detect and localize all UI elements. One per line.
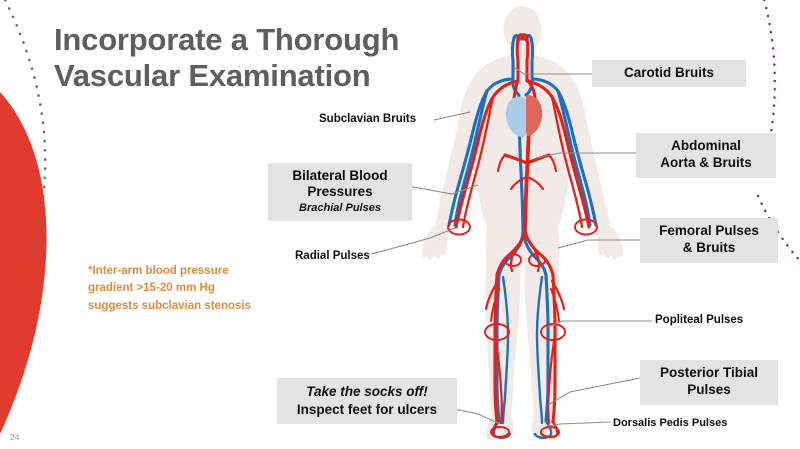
callout-carotid-bruits-label: Carotid Bruits bbox=[623, 65, 714, 80]
callout-posterior-tibial-pulses: Posterior Tibial Pulses bbox=[640, 360, 778, 405]
callout-bilateral-line-1: Bilateral Blood bbox=[292, 168, 388, 183]
callout-socks-line-2: Inspect feet for ulcers bbox=[296, 401, 438, 417]
page-title-line-2: Vascular Examination bbox=[54, 57, 371, 93]
callout-socks-line-1: Take the socks off! bbox=[306, 384, 428, 399]
callout-femoral-pulses-bruits: Femoral Pulses & Bruits bbox=[640, 218, 778, 263]
callout-radial-pulses-label: Radial Pulses bbox=[295, 250, 370, 262]
callout-femoral-line-2: & Bruits bbox=[682, 239, 736, 255]
page-title: Incorporate a Thorough Vascular Examinat… bbox=[54, 22, 474, 94]
callout-abdominal-aorta-line-2: Aorta & Bruits bbox=[660, 154, 752, 170]
note-line-3: suggests subclavian stenosis bbox=[88, 299, 251, 312]
femoral-pulse-marker-right bbox=[528, 253, 546, 267]
inter-arm-bp-note: *Inter-arm blood pressure gradient >15-2… bbox=[88, 263, 288, 315]
note-line-1: *Inter-arm blood pressure bbox=[88, 265, 229, 277]
dotted-arc-right-lower bbox=[756, 194, 800, 263]
callout-dorsalis-pedis-label: Dorsalis Pedis Pulses bbox=[613, 417, 728, 429]
callout-femoral-line-1: Femoral Pulses bbox=[659, 223, 759, 238]
radial-pulse-marker-left bbox=[447, 218, 471, 236]
callout-bilateral-blood-pressures: Bilateral Blood Pressures Brachial Pulse… bbox=[268, 163, 412, 222]
callout-posterior-tibial-line-2: Pulses bbox=[687, 381, 731, 397]
red-crescent-shape-fill bbox=[0, 92, 47, 434]
heart bbox=[505, 95, 543, 138]
callout-dorsalis-pedis-pulses: Dorsalis Pedis Pulses bbox=[613, 417, 727, 430]
dorsalis-pedis-marker-right bbox=[540, 426, 560, 438]
callout-abdominal-aorta-bruits: Abdominal Aorta & Bruits bbox=[636, 133, 776, 178]
callout-subclavian-bruits-label: Subclavian Bruits bbox=[319, 113, 417, 125]
femoral-pulse-marker-left bbox=[504, 253, 522, 267]
callout-carotid-bruits: Carotid Bruits bbox=[592, 60, 746, 88]
callout-bilateral-line-2: Pressures bbox=[307, 184, 373, 200]
callout-posterior-tibial-line-1: Posterior Tibial bbox=[659, 365, 759, 380]
callout-popliteal-pulses-label: Popliteal Pulses bbox=[655, 314, 744, 326]
radial-pulse-marker-right bbox=[574, 218, 598, 236]
callout-radial-pulses: Radial Pulses bbox=[295, 250, 370, 264]
callout-abdominal-aorta-line-1: Abdominal bbox=[671, 138, 741, 153]
page-title-line-1: Incorporate a Thorough bbox=[54, 22, 400, 57]
popliteal-pulse-marker-left bbox=[484, 323, 510, 341]
callout-subclavian-bruits: Subclavian Bruits bbox=[319, 113, 416, 127]
callout-popliteal-pulses: Popliteal Pulses bbox=[655, 314, 743, 328]
callout-brachial-pulses-subtext: Brachial Pulses bbox=[299, 201, 381, 214]
dorsalis-pedis-marker-left bbox=[490, 426, 510, 438]
slide-number: 24 bbox=[10, 432, 20, 442]
callout-take-socks-off: Take the socks off! Inspect feet for ulc… bbox=[277, 378, 457, 425]
note-line-2: gradient >15-20 mm Hg bbox=[88, 282, 215, 295]
